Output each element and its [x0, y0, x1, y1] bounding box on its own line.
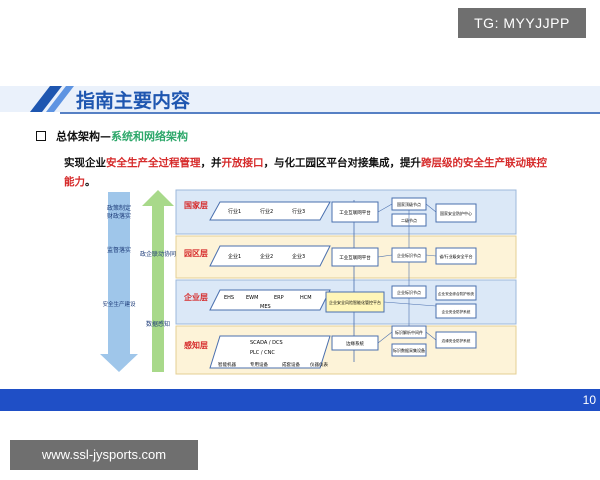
layer-node: 专用设备 — [250, 361, 268, 368]
watermark-badge-top: TG: MYYJJPP — [458, 8, 586, 38]
node-box: 企业安全综合防护系统 — [438, 291, 474, 296]
down-arrow-label: 财政落实 — [107, 212, 131, 220]
platform-box: 企业安全风险智能化管控平台 — [329, 299, 381, 305]
square-bullet-icon — [36, 131, 46, 141]
architecture-diagram: 政策制定 财政落实 监督落实 安全生产建设 政企联动协同 数据感知 国家层 园区… — [100, 189, 517, 375]
layer-node: 智能机器 — [218, 361, 236, 368]
watermark-badge-bottom: www.ssl-jysports.com — [10, 440, 198, 470]
down-arrow-label: 政策制定 — [107, 204, 131, 212]
node-box: 边缘安全防护系统 — [442, 338, 471, 343]
up-arrow: 政企联动协同 数据感知 — [140, 190, 176, 372]
desc-text-1: 实现企业 — [64, 157, 106, 169]
platform-box: 工业互联网平台 — [339, 254, 371, 261]
page-number: 10 — [582, 393, 596, 407]
layer-name: 感知层 — [184, 340, 208, 350]
layer-node: 企业2 — [260, 253, 273, 260]
layer-node: 行业3 — [292, 208, 305, 215]
up-arrow-label: 数据感知 — [146, 320, 170, 328]
platform-box: 边缘系统 — [346, 340, 364, 347]
layer-node: 行业1 — [228, 208, 241, 215]
platform-box: 工业互联网平台 — [339, 209, 371, 216]
layer-name: 国家层 — [184, 200, 208, 210]
up-arrow-label: 政企联动协同 — [140, 250, 176, 258]
layer-node: MES — [260, 304, 271, 310]
layer-node: 企业1 — [228, 253, 241, 260]
node-box: 企业安全防护系统 — [442, 309, 471, 314]
layer-node: PLC / CNC — [250, 350, 275, 356]
description: 实现企业安全生产全过程管理，并开放接口，与化工园区平台对接集成，提升跨层级的安全… — [64, 154, 554, 192]
node-box: 国家顶级节点 — [397, 201, 421, 207]
desc-text-3: ，与化工园区平台对接集成，提升 — [263, 157, 422, 169]
layer-node: 仪器仪表 — [310, 361, 328, 368]
layer-node: 成套设备 — [282, 361, 300, 368]
layer-node: SCADA / DCS — [250, 340, 283, 346]
node-box: 国家安全防护中心 — [440, 210, 472, 216]
down-arrow: 政策制定 财政落实 监督落实 安全生产建设 — [100, 192, 138, 372]
layer-node: 企业3 — [292, 253, 305, 260]
layer-node: ERP — [274, 295, 284, 301]
down-arrow-label: 监督落实 — [107, 246, 131, 254]
down-arrow-label: 安全生产建设 — [102, 300, 136, 308]
layer-name: 企业层 — [183, 292, 208, 302]
desc-text-4: 。 — [85, 176, 96, 188]
slide-title: 指南主要内容 — [76, 90, 191, 112]
node-box: 标识解析中间件 — [395, 329, 423, 335]
layer-label: 国家层 园区层 企业层 感知层 — [183, 200, 208, 350]
desc-highlight-1: 安全生产全过程管理 — [106, 157, 201, 169]
node-box: 标识数据采集设备 — [393, 347, 425, 353]
desc-text-2: ，并 — [200, 157, 222, 169]
layer-name: 园区层 — [184, 249, 208, 258]
layer-node: HCM — [300, 295, 312, 301]
node-box: 企业标识节点 — [397, 252, 421, 258]
section-heading: 总体架构—系统和网络架构 — [36, 128, 188, 144]
layer-node: 行业2 — [260, 208, 273, 215]
node-box: 企业标识节点 — [397, 289, 421, 295]
desc-highlight-3: 跨层级的安全生产联动联控能力 — [64, 157, 547, 188]
node-box: 省/行业级安全平台 — [439, 253, 472, 259]
desc-highlight-2: 开放接口 — [221, 157, 264, 169]
layer-node: EHS — [224, 295, 234, 301]
section-highlight: 系统和网络架构 — [111, 130, 188, 143]
footer-bar — [0, 389, 600, 411]
layer-node: EWM — [246, 295, 258, 301]
section-prefix: 总体架构— — [56, 130, 111, 143]
title-band — [0, 86, 600, 114]
